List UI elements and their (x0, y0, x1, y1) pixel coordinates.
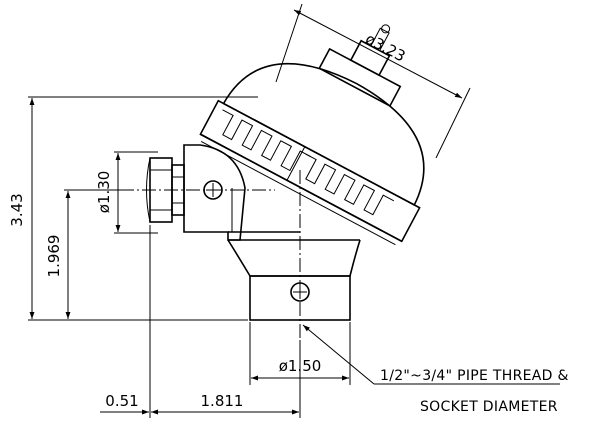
head-diameter-label: ø3.23 (362, 30, 408, 66)
note-line-1: 1/2"~3/4" PIPE THREAD & (380, 368, 569, 384)
neck-socket (227, 239, 361, 321)
nut-offset-label: 0.51 (105, 392, 138, 410)
socket-diameter-label: ø1.50 (279, 357, 322, 375)
housing-body (183, 144, 300, 241)
center-offset-label: 1.811 (201, 392, 244, 410)
terminal-head (199, 24, 425, 246)
head-diameter-dimline (293, 9, 463, 99)
extension-lines (28, 3, 471, 418)
axis-height-label: 1.969 (45, 235, 63, 278)
overall-height-label: 3.43 (8, 193, 26, 226)
note-leader (302, 324, 560, 385)
note-line-2: SOCKET DIAMETER (420, 399, 558, 415)
nut-diameter-label: ø1.30 (95, 171, 113, 214)
